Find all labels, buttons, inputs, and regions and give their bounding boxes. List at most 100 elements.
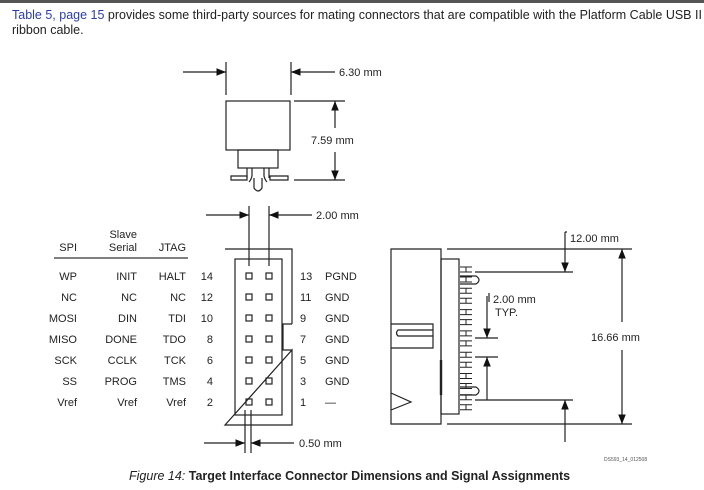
cell-spi: WP	[59, 271, 77, 283]
side-pin	[460, 383, 472, 389]
table-5-link[interactable]: Table 5, page 15	[12, 8, 105, 22]
side-pin	[460, 276, 472, 283]
connector-base	[237, 149, 279, 169]
connector-body	[225, 100, 291, 151]
cell-pin: 6	[207, 355, 213, 367]
drawing-id: DS593_14_012508	[604, 457, 647, 463]
dim-label-top-height: 7.59 mm	[311, 135, 354, 147]
cell-slave: DONE	[105, 334, 137, 346]
side-pin	[460, 394, 472, 401]
dim-label-side-pitch-typ: TYP.	[495, 307, 518, 319]
pin-grid	[245, 272, 273, 406]
side-header	[440, 258, 460, 415]
figure-caption: Figure 14: Target Interface Connector Di…	[129, 469, 570, 483]
side-pin	[460, 297, 472, 304]
side-pin	[460, 340, 472, 347]
cell-jtag: Vref	[166, 397, 187, 409]
cell-spi: MISO	[49, 334, 78, 346]
pin-square	[265, 398, 273, 406]
pin-square	[245, 377, 253, 385]
side-pin	[460, 319, 472, 326]
cell-pin: 14	[201, 271, 213, 283]
pin-square	[265, 314, 273, 322]
cell-spi: SS	[62, 376, 77, 388]
cell-signal: GND	[325, 313, 350, 325]
pin-lead	[246, 168, 253, 183]
side-pin	[460, 309, 472, 316]
header-spi: SPI	[59, 242, 77, 254]
side-key	[395, 329, 433, 337]
cell-slave: DIN	[118, 313, 137, 325]
figure-number: Figure 14:	[129, 469, 186, 483]
pin-square	[245, 356, 253, 364]
dim-label-top-width: 6.30 mm	[339, 67, 382, 79]
cell-spi: MOSI	[49, 313, 77, 325]
pin1-marker	[390, 392, 413, 411]
cell-pin: 13	[300, 271, 312, 283]
cell-pin: 3	[300, 376, 306, 388]
cell-signal: GND	[325, 292, 350, 304]
side-pin	[460, 361, 472, 368]
dim-label-pin-pitch: 2.00 mm	[316, 210, 359, 222]
header-slave-line2: Serial	[109, 242, 137, 254]
cell-signal: PGND	[325, 271, 357, 283]
pin-square	[265, 293, 273, 301]
dim-label-side-height: 16.66 mm	[591, 332, 640, 344]
intro-text: provides some third-party sources for ma…	[12, 8, 702, 37]
cell-jtag: TCK	[164, 355, 187, 367]
connector-foot	[269, 175, 289, 181]
pin-tail	[253, 178, 263, 192]
shroud-inner	[234, 258, 283, 416]
cell-pin: 12	[201, 292, 213, 304]
top-view-drawing	[183, 62, 345, 192]
pin-square	[265, 272, 273, 280]
dim-label-pin-size: 0.50 mm	[299, 438, 342, 450]
cell-spi: SCK	[54, 355, 77, 367]
header-slave-line1: Slave	[109, 229, 137, 241]
top-border	[0, 0, 704, 3]
figure-title: Target Interface Connector Dimensions an…	[188, 469, 571, 483]
bent-pin	[460, 386, 480, 396]
pin-square	[245, 314, 253, 322]
cell-slave: Vref	[117, 397, 138, 409]
cell-signal: GND	[325, 376, 350, 388]
cell-spi: Vref	[57, 397, 78, 409]
cell-jtag: HALT	[159, 271, 187, 283]
front-view-drawing	[204, 206, 312, 453]
intro-paragraph: Table 5, page 15 provides some third-par…	[12, 8, 702, 38]
cell-pin: 5	[300, 355, 306, 367]
pin-square	[265, 377, 273, 385]
dim-label-side-pitch: 2.00 mm	[493, 294, 536, 306]
cell-pin: 8	[207, 334, 213, 346]
cell-slave: INIT	[116, 271, 137, 283]
cell-pin: 4	[207, 376, 213, 388]
cell-jtag: TDO	[163, 334, 187, 346]
side-view-drawing	[390, 231, 632, 442]
connector-foot	[230, 175, 248, 181]
bent-pin	[460, 275, 480, 285]
cell-signal: GND	[325, 334, 350, 346]
cell-pin: 7	[300, 334, 306, 346]
cell-jtag: TMS	[163, 376, 186, 388]
cell-signal: GND	[325, 355, 350, 367]
side-pin	[460, 373, 472, 379]
side-pin	[460, 330, 472, 337]
cell-pin: 11	[300, 292, 311, 304]
side-pin	[460, 404, 472, 411]
cell-jtag: NC	[170, 292, 186, 304]
cell-pin: 1	[300, 397, 306, 409]
cell-signal: —	[325, 397, 336, 409]
pin-square	[245, 293, 253, 301]
cell-pin: 9	[300, 313, 306, 325]
cell-jtag: TDI	[168, 313, 186, 325]
side-body	[390, 248, 442, 425]
cell-pin: 2	[207, 397, 213, 409]
pin-square	[245, 398, 253, 406]
cell-spi: NC	[61, 292, 77, 304]
signal-table-header: SPI Slave Serial JTAG	[54, 229, 188, 259]
pin-square	[245, 335, 253, 343]
polarization-key	[282, 323, 292, 351]
